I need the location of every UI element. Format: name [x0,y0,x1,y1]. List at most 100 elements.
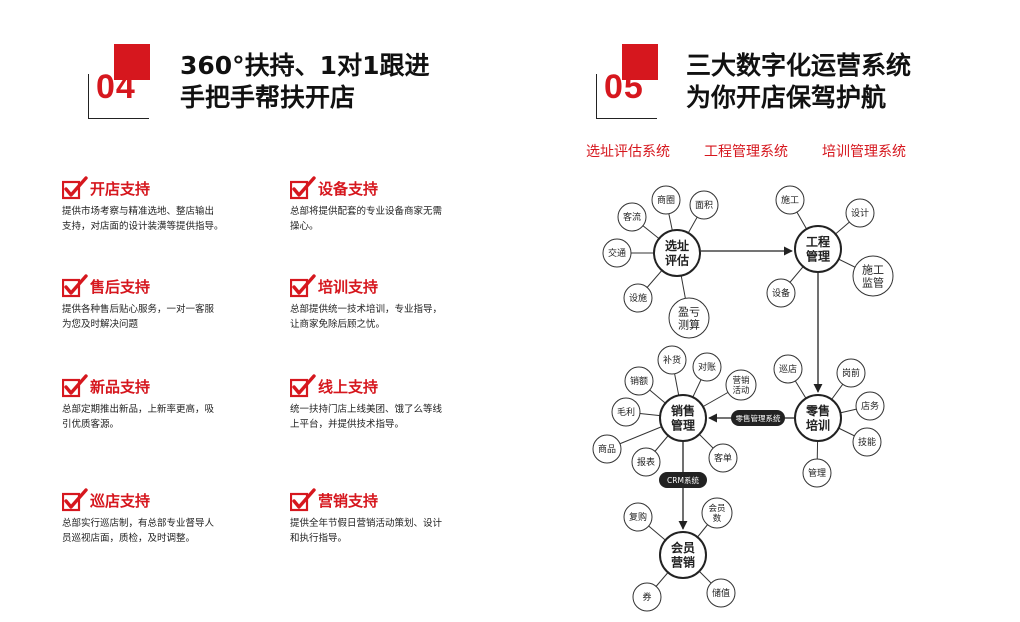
feature-desc-line: 提供各种售后贴心服务，一对一客服 [62,304,215,315]
badge-frame [596,74,657,119]
feature-desc: 提供全年节假日营销活动策划、设计和执行指导。 [290,516,490,546]
spoke-label: 客流 [623,211,641,223]
spoke-node [855,391,885,421]
feature-header: 开店支持 [62,176,262,200]
spoke-label: 对账 [698,361,716,373]
left-title: 360°扶持、1对1跟进 手把手帮扶开店 [180,50,429,114]
right-title-line-1: 三大数字化运营系统 [686,51,912,80]
feature-desc-line: 上平台，并提供技术指导。 [290,419,405,430]
right-title-line-2: 为你开店保驾护航 [686,83,887,112]
checkmark-icon [290,488,316,512]
badge-number: 04 [96,68,136,106]
feature-item: 售后支持提供各种售后贴心服务，一对一客服为您及时解决问题 [62,274,262,332]
feature-header: 售后支持 [62,274,262,298]
spoke-node [845,198,875,228]
spoke-label: 设施 [629,292,647,304]
system-name-site: 选址评估系统 [586,144,670,160]
left-title-line-1: 360°扶持、1对1跟进 [180,51,430,80]
spoke-label: 会员数 [708,503,725,524]
feature-desc-line: 引优质客源。 [62,419,120,430]
checkmark-icon [62,274,88,298]
badge-frame [88,74,149,119]
feature-name: 设备支持 [318,179,379,198]
badge-number: 05 [604,68,644,106]
checkmark-icon [62,488,88,512]
feature-item: 线上支持统一扶持门店上线美团、饿了么等线上平台，并提供技术指导。 [290,374,490,432]
right-title: 三大数字化运营系统 为你开店保驾护航 [686,50,911,114]
spoke-label: 储值 [712,587,730,599]
feature-desc-line: 总部实行巡店制，有总部专业督导人 [62,518,215,529]
feature-name: 营销支持 [318,491,379,510]
spoke-node [657,345,687,375]
spoke-node [725,369,757,401]
feature-desc-line: 支持，对店面的设计装潢等提供指导。 [62,221,224,232]
hub-label: 选址评估 [665,238,689,267]
system-name-training: 培训管理系统 [822,144,906,160]
feature-header: 设备支持 [290,176,490,200]
section-badge-04: 04 [88,44,168,119]
feature-item: 新品支持总部定期推出新品，上新率更高，吸引优质客源。 [62,374,262,432]
spoke-label: 客单 [714,452,732,464]
feature-desc-line: 操心。 [290,221,319,232]
feature-desc-line: 提供全年节假日营销活动策划、设计 [290,518,443,529]
feature-header: 新品支持 [62,374,262,398]
spoke-node [592,434,622,464]
spoke-node [632,582,662,612]
spoke-label: 施工监管 [862,263,884,289]
feature-item: 开店支持提供市场考察与精准选地、整店输出支持，对店面的设计装潢等提供指导。 [62,176,262,234]
spoke-node [692,352,722,382]
spoke-label: 岗前 [842,367,860,379]
spoke-label: 交通 [608,247,626,259]
feature-item: 设备支持总部将提供配套的专业设备商家无需操心。 [290,176,490,234]
spoke-label: 盈亏测算 [678,305,700,331]
badge-red-square [622,44,658,80]
spoke-label: 管理 [808,467,826,479]
spoke-label: 面积 [695,199,713,211]
feature-desc: 总部定期推出新品，上新率更高，吸引优质客源。 [62,402,262,432]
feature-desc-line: 提供市场考察与精准选地、整店输出 [62,206,215,217]
spoke-node [651,185,681,215]
checkmark-icon [290,374,316,398]
feature-name: 新品支持 [90,377,151,396]
spoke-node [852,427,882,457]
spoke-node [706,578,736,608]
hub-label: 销售管理 [671,403,695,432]
spoke-node [631,447,661,477]
checkmark-icon [62,176,88,200]
feature-desc-line: 统一扶持门店上线美团、饿了么等线 [290,404,443,415]
checkmark-icon [290,176,316,200]
feature-desc: 总部将提供配套的专业设备商家无需操心。 [290,204,490,234]
spoke-node [701,497,733,529]
feature-name: 培训支持 [318,277,379,296]
feature-desc: 总部实行巡店制，有总部专业督导人员巡视店面，质检，及时调整。 [62,516,262,546]
tag-retail-system-label: 零售管理系统 [736,413,781,423]
spoke-label: 商品 [598,443,616,455]
tag-crm-system-label: CRM系统 [667,475,699,485]
feature-header: 营销支持 [290,488,490,512]
feature-item: 巡店支持总部实行巡店制，有总部专业督导人员巡视店面，质检，及时调整。 [62,488,262,546]
hub-node [794,225,842,273]
feature-name: 巡店支持 [90,491,151,510]
spoke-label: 券 [642,591,651,603]
spoke-label: 复购 [629,511,647,523]
spoke-node [617,202,647,232]
section-badge-05: 05 [596,44,676,119]
spoke-node [852,255,894,297]
hub-label: 零售培训 [805,403,830,432]
spoke-label: 店务 [861,400,879,412]
spoke-label: 设备 [772,287,790,299]
spoke-node [624,366,654,396]
spoke-label: 巡店 [779,363,797,375]
feature-header: 线上支持 [290,374,490,398]
feature-desc-line: 总部将提供配套的专业设备商家无需 [290,206,443,217]
tag-crm-system [659,472,707,488]
hub-node [653,229,701,277]
feature-desc: 统一扶持门店上线美团、饿了么等线上平台，并提供技术指导。 [290,402,490,432]
checkmark-icon [62,374,88,398]
hub-node [659,531,707,579]
left-title-line-2: 手把手帮扶开店 [180,83,356,112]
feature-desc: 提供市场考察与精准选地、整店输出支持，对店面的设计装潢等提供指导。 [62,204,262,234]
spoke-label: 补货 [663,354,681,366]
feature-name: 线上支持 [318,377,379,396]
